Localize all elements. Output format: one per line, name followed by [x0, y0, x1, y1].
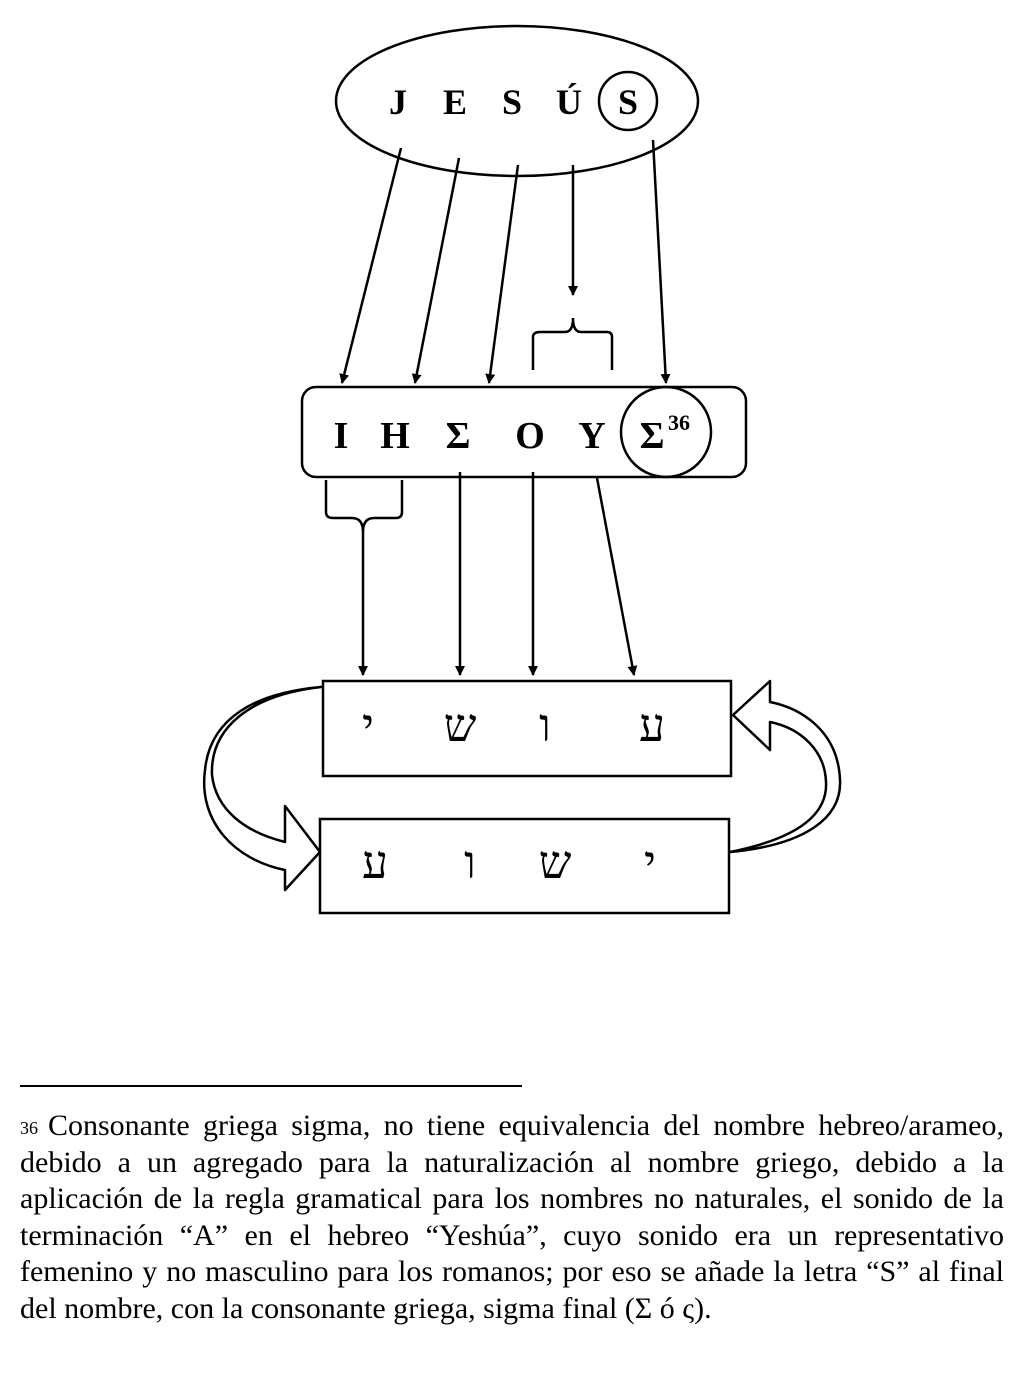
latin-letter-final-s: S: [618, 82, 638, 122]
latin-letter-e: E: [443, 82, 467, 122]
hebrew-bottom-ayin: ע: [362, 837, 388, 888]
footnote-separator: [20, 1085, 522, 1087]
arrow-j-to-iota: [339, 147, 403, 384]
hebrew-top-vav: ו: [539, 700, 551, 751]
footnote-reference-marker: 36: [668, 410, 690, 435]
hebrew-top-shin: ש: [444, 700, 477, 751]
hebrew-top-box: [321, 679, 733, 778]
greek-letter-omicron: O: [515, 415, 545, 457]
arrow-s-to-sigma: [485, 164, 520, 384]
latin-letter-s: S: [502, 82, 522, 122]
left-curved-hollow-arrow: [202, 685, 323, 892]
brace-ou: [531, 317, 614, 370]
greek-letter-upsilon: Y: [578, 415, 605, 457]
footnote-number: 36: [20, 1118, 38, 1138]
footnote-text: Consonante griega sigma, no tiene equiva…: [20, 1109, 1004, 1325]
latin-letter-j: J: [389, 82, 407, 122]
greek-letter-eta: H: [380, 415, 410, 457]
greek-letter-final-sigma: Σ: [640, 415, 665, 457]
final-sigma-circle: [619, 385, 713, 479]
name-derivation-diagram: J E S Ú S I H Σ O Y Σ 36 י ש ו ע ע ו ש י: [202, 24, 842, 915]
hebrew-top-yod: י: [362, 700, 374, 751]
latin-letter-u-accent: Ú: [556, 82, 582, 122]
arrow-upsilon-to-ayin: [595, 477, 638, 676]
hebrew-bottom-yod: י: [644, 837, 656, 888]
greek-letter-iota: I: [334, 415, 349, 457]
arrow-final-s-to-final-sigma: [651, 139, 671, 384]
hebrew-bottom-box: [318, 817, 731, 915]
hebrew-top-ayin: ע: [639, 700, 665, 751]
hebrew-bottom-vav: ו: [464, 837, 476, 888]
arrow-e-to-eta: [411, 157, 461, 384]
brace-iota-eta: [324, 480, 404, 533]
final-s-circle: [597, 70, 659, 132]
hebrew-bottom-shin: ש: [539, 837, 572, 888]
greek-name-box: [300, 385, 748, 479]
right-curved-hollow-arrow: [728, 679, 842, 854]
greek-letter-sigma: Σ: [446, 415, 471, 457]
